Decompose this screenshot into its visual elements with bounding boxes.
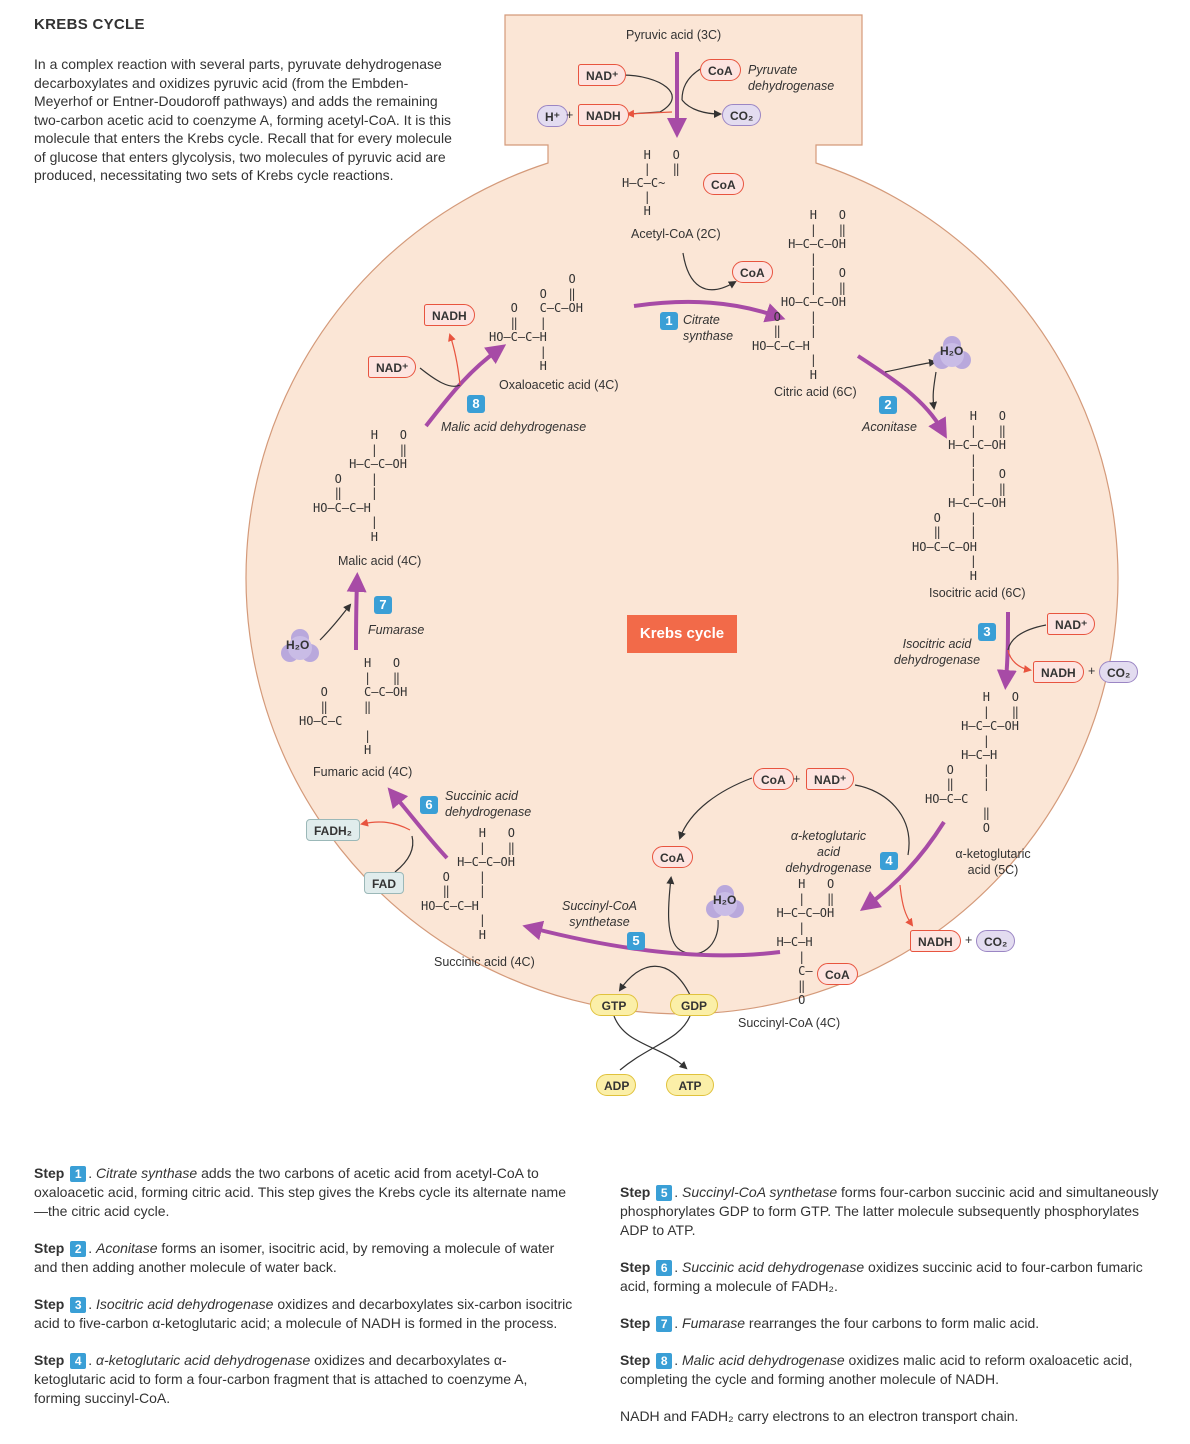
plus-sign: + xyxy=(793,772,801,786)
step-2-badge: 2 xyxy=(879,396,897,414)
fumaric-acid-structure: H O | ‖ O C—C—OH ‖ ‖ HO—C—C | H xyxy=(299,656,408,757)
water-molecule-icon xyxy=(706,885,744,918)
step-8-text: Step 8. Malic acid dehydrogenase oxidize… xyxy=(620,1352,1133,1387)
coa-pill: CoA xyxy=(753,768,794,790)
oxaloacetic-acid-structure: O O ‖ O C—C—OH ‖ | HO—C—C—H | H xyxy=(489,272,583,373)
isocitric-acid-structure: H O | ‖ H—C—C—OH | | O | ‖ H—C—C—OH O | … xyxy=(912,409,1006,583)
malic-dehydrogenase-label: Malic acid dehydrogenase xyxy=(441,420,587,434)
step-5-badge: 5 xyxy=(627,932,645,950)
water-molecule-icon xyxy=(933,336,971,369)
step-7-text: Step 7. Fumarase rearranges the four car… xyxy=(620,1315,1040,1332)
plus-sign: + xyxy=(566,108,574,122)
water-molecule-icon xyxy=(281,629,319,662)
coa-pill: CoA xyxy=(817,963,858,985)
step-3-text: Step 3. Isocitric acid dehydrogenase oxi… xyxy=(34,1296,573,1331)
gdp-pill: GDP xyxy=(670,994,718,1016)
nad-pill: NAD⁺ xyxy=(806,768,855,790)
succinyl-coa-label: Succinyl-CoA (4C) xyxy=(738,1016,841,1030)
succinic-acid-label: Succinic acid (4C) xyxy=(434,955,535,969)
water-label: H₂O xyxy=(940,344,964,358)
coa-pill: CoA xyxy=(700,59,741,81)
h-ion-pill: H⁺ xyxy=(537,105,568,127)
coa-pill: CoA xyxy=(703,173,744,195)
step-6-badge: 6 xyxy=(420,796,438,814)
step-4-badge: 4 xyxy=(880,852,898,870)
gtp-pill: GTP xyxy=(590,994,638,1016)
step-1-badge: 1 xyxy=(660,312,678,330)
pyruvate-dehydrogenase-label: Pyruvate dehydrogenase xyxy=(748,63,835,93)
succinic-acid-structure: H O | ‖ H—C—C—OH O | ‖ | HO—C—C—H | H xyxy=(421,826,515,942)
step-2-text: Step 2. Aconitase forms an isomer, isoci… xyxy=(34,1240,555,1275)
aconitase-label: Aconitase xyxy=(862,420,917,434)
ketoglutaric-dehydrogenase-label: α-ketoglutaric acid dehydrogenase xyxy=(785,829,872,875)
co2-pill: CO₂ xyxy=(976,930,1016,952)
nadh-pill: NADH xyxy=(578,104,629,126)
nad-pill: NAD⁺ xyxy=(578,64,627,86)
nadh-pill: NADH xyxy=(424,304,475,326)
nad-pill: NAD⁺ xyxy=(1047,613,1096,635)
step-5-text: Step 5. Succinyl-CoA synthetase forms fo… xyxy=(620,1184,1159,1238)
plus-sign: + xyxy=(1088,664,1096,678)
co2-pill: CO₂ xyxy=(1099,661,1139,683)
nadh-pill: NADH xyxy=(1033,661,1084,683)
footer-note: NADH and FADH₂ carry electrons to an ele… xyxy=(620,1408,1019,1424)
malic-acid-structure: H O | ‖ H—C—C—OH O | ‖ | HO—C—C—H | H xyxy=(313,428,407,544)
steps-left-column: Step 1. Citrate synthase adds the two ca… xyxy=(34,1164,574,1426)
coa-pill: CoA xyxy=(732,261,773,283)
nad-pill: NAD⁺ xyxy=(368,356,417,378)
adp-pill: ADP xyxy=(596,1074,636,1096)
intro-paragraph: In a complex reaction with several parts… xyxy=(34,56,452,183)
acetyl-coa-structure: H O | ‖ H—C—C~ | H xyxy=(622,148,680,218)
fad-pill: FAD xyxy=(364,872,404,894)
isocitric-acid-label: Isocitric acid (6C) xyxy=(929,586,1026,600)
succinyl-coa-synthetase-label: Succinyl-CoA synthetase xyxy=(561,899,638,929)
citric-acid-label: Citric acid (6C) xyxy=(774,385,857,399)
step-1-text: Step 1. Citrate synthase adds the two ca… xyxy=(34,1165,566,1219)
step-6-text: Step 6. Succinic acid dehydrogenase oxid… xyxy=(620,1259,1143,1294)
ketoglutaric-acid-label: α-ketoglutaric acid (5C) xyxy=(955,847,1031,877)
malic-acid-label: Malic acid (4C) xyxy=(338,554,422,568)
step-7-badge: 7 xyxy=(374,596,392,614)
plus-sign: + xyxy=(965,933,973,947)
fumaric-acid-label: Fumaric acid (4C) xyxy=(313,765,413,779)
steps-right-column: Step 5. Succinyl-CoA synthetase forms fo… xyxy=(620,1183,1165,1444)
water-label: H₂O xyxy=(286,638,310,652)
fadh2-pill: FADH₂ xyxy=(306,819,360,841)
ketoglutaric-acid-structure: H O | ‖ H—C—C—OH | H—C—H O | ‖ | HO—C—C … xyxy=(925,690,1019,835)
nadh-pill: NADH xyxy=(910,930,961,952)
page-title: KREBS CYCLE xyxy=(34,16,145,33)
succinyl-coa-structure: H O | ‖ H—C—C—OH | H—C—H | C— ‖ O xyxy=(776,877,835,1007)
acetyl-coa-label: Acetyl-CoA (2C) xyxy=(631,227,721,241)
water-label: H₂O xyxy=(713,893,737,907)
oxaloacetic-acid-label: Oxaloacetic acid (4C) xyxy=(499,378,619,392)
step-4-text: Step 4. α-ketoglutaric acid dehydrogenas… xyxy=(34,1352,528,1406)
co2-pill: CO₂ xyxy=(722,104,762,126)
fumarase-label: Fumarase xyxy=(368,623,425,637)
pyruvic-acid-label: Pyruvic acid (3C) xyxy=(626,28,722,42)
coa-pill: CoA xyxy=(652,846,693,868)
citric-acid-structure: H O | ‖ H—C—C—OH | | O | ‖ HO—C—C—OH O |… xyxy=(752,208,846,382)
atp-pill: ATP xyxy=(666,1074,714,1096)
step-3-badge: 3 xyxy=(978,623,996,641)
krebs-cycle-center-label: Krebs cycle xyxy=(627,615,737,653)
step-8-badge: 8 xyxy=(467,395,485,413)
